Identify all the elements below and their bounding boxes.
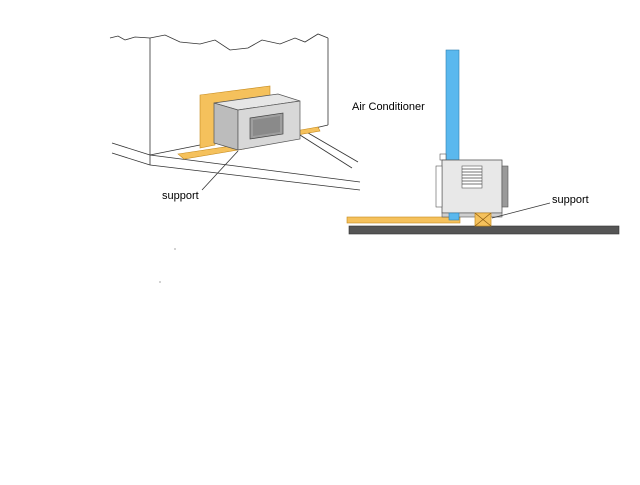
floor-line-1 xyxy=(111,142,151,156)
ac-side-bottom xyxy=(441,212,503,218)
support-right-pointer xyxy=(491,202,551,219)
speck-1 xyxy=(174,248,176,250)
ac-vents xyxy=(461,165,483,189)
support-left-pointer xyxy=(201,150,239,191)
ground-slab xyxy=(348,225,620,235)
support-left-label: support xyxy=(162,190,199,202)
rail-line-1 xyxy=(302,129,359,163)
ac-side-back-panel xyxy=(501,165,509,208)
wall-perspective-view: support xyxy=(109,33,361,202)
wall-top-edge xyxy=(109,33,329,51)
wood-base-plank xyxy=(346,216,461,224)
blue-pipe-bottom xyxy=(448,212,460,221)
ac-side-front-panel xyxy=(435,165,443,208)
pipe-bracket xyxy=(439,153,447,161)
ac-unit-side xyxy=(213,102,239,151)
speck-2 xyxy=(159,281,161,283)
air-conditioner-label: Air Conditioner xyxy=(352,101,425,113)
support-block xyxy=(474,212,492,227)
rail-line-2 xyxy=(299,134,353,169)
floor-line-4 xyxy=(149,164,361,191)
support-right-label: support xyxy=(552,194,589,206)
floor-line-3 xyxy=(111,152,151,166)
ac-unit-grille-inner xyxy=(253,116,280,136)
side-section-view: Air Conditioner xyxy=(346,49,620,235)
floor-line-2 xyxy=(149,154,361,183)
